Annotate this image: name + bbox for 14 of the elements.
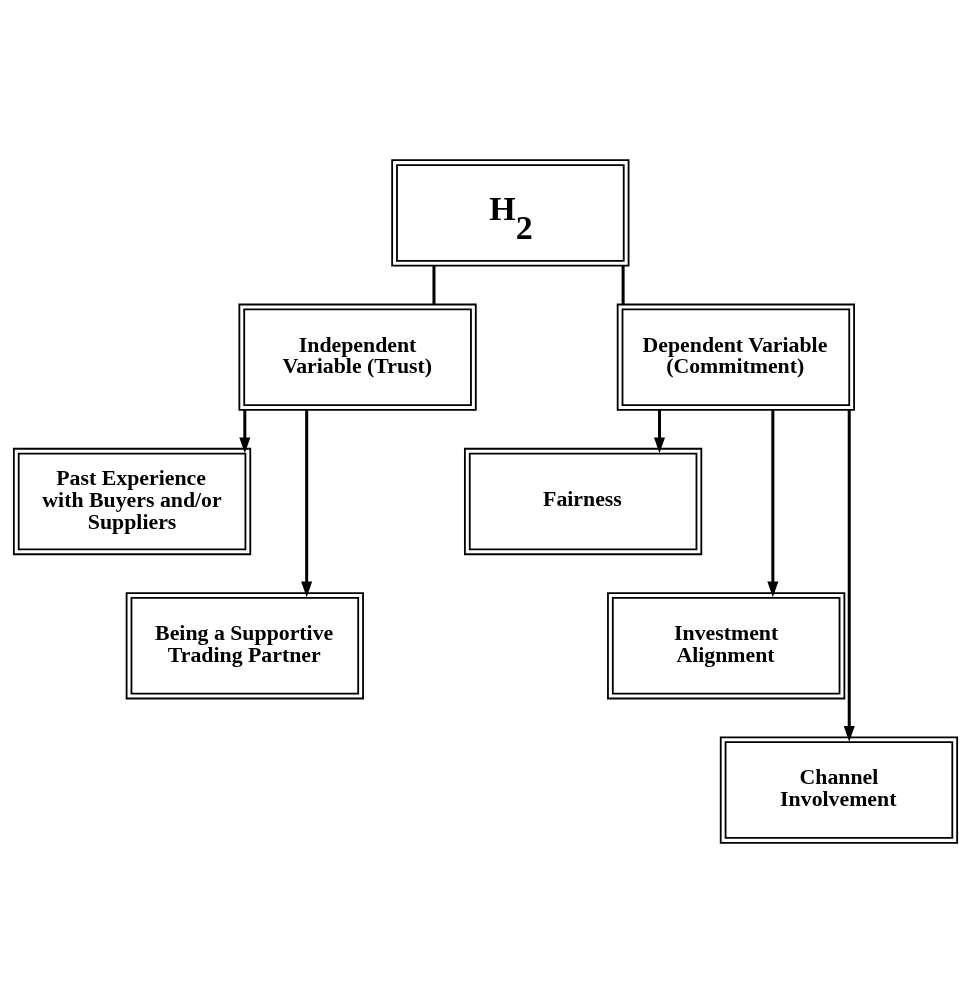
- arrow: [766, 410, 778, 598]
- node-box: Investment Alignment: [606, 592, 845, 700]
- arrow: [843, 410, 855, 742]
- node-box: Fairness: [463, 447, 702, 556]
- node-box: Being a Supportive Trading Partner: [125, 592, 364, 700]
- connector: [621, 265, 625, 305]
- node-box: Past Experience with Buyers and/or Suppliers: [12, 447, 251, 556]
- arrow: [238, 410, 250, 454]
- connector: [431, 265, 435, 305]
- arrow: [300, 410, 312, 598]
- node-box: Independent Variable (Trust): [237, 303, 477, 411]
- arrow: [653, 410, 665, 454]
- node-box: Dependent Variable (Commitment): [616, 303, 855, 411]
- node-box: Channel Involvement: [719, 736, 958, 844]
